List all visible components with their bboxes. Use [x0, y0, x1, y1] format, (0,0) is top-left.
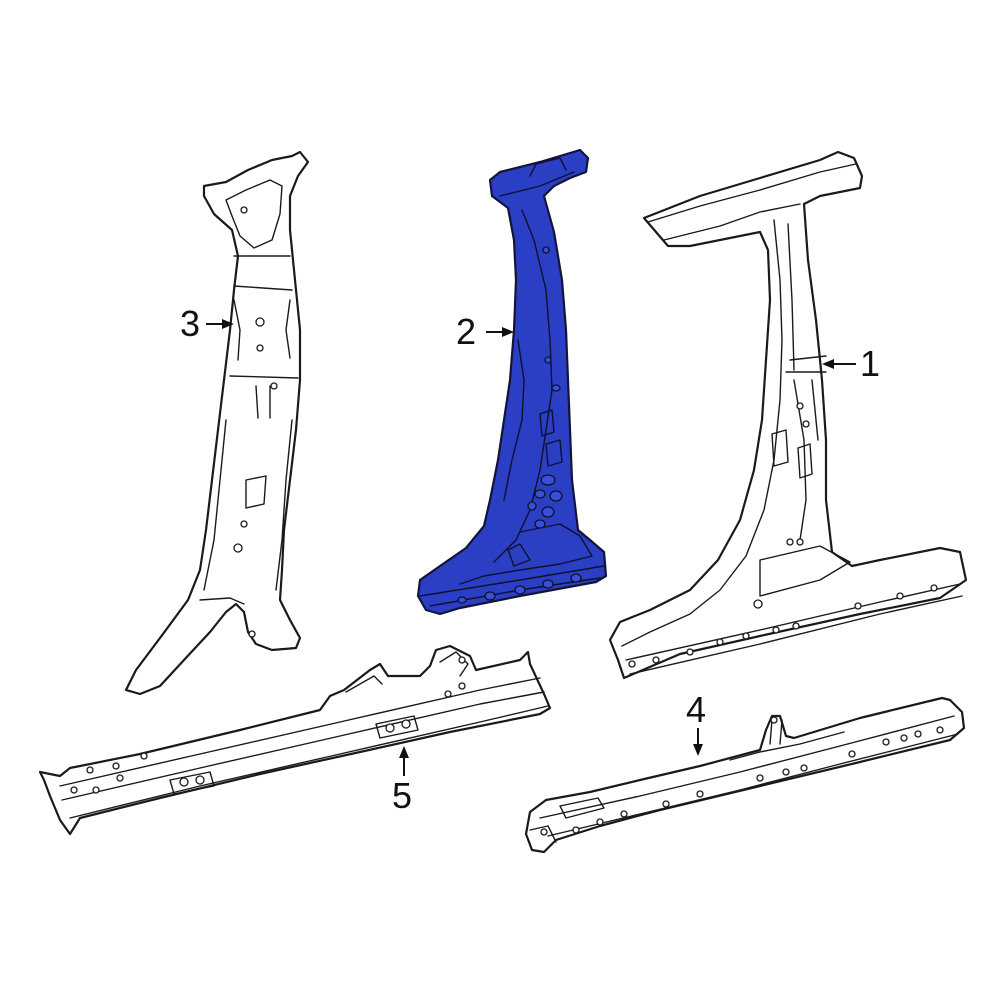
part-4-rocker-reinforcement[interactable] [524, 696, 966, 854]
callout-5: 5 [392, 746, 412, 816]
callout-5-label: 5 [392, 775, 412, 816]
part-2-b-pillar-inner-reinforcement[interactable] [416, 148, 608, 616]
callout-1: 1 [822, 343, 880, 384]
part-1-b-pillar-outer-panel[interactable] [608, 150, 968, 680]
part-5-rocker-inner-panel[interactable] [38, 644, 552, 836]
callout-4: 4 [686, 689, 706, 756]
callout-2: 2 [456, 311, 514, 352]
callout-4-label: 4 [686, 689, 706, 730]
part-3-b-pillar-inner-panel[interactable] [124, 150, 310, 696]
callout-3-label: 3 [180, 303, 200, 344]
callout-1-label: 1 [860, 343, 880, 384]
callout-2-label: 2 [456, 311, 476, 352]
callout-3: 3 [180, 303, 234, 344]
